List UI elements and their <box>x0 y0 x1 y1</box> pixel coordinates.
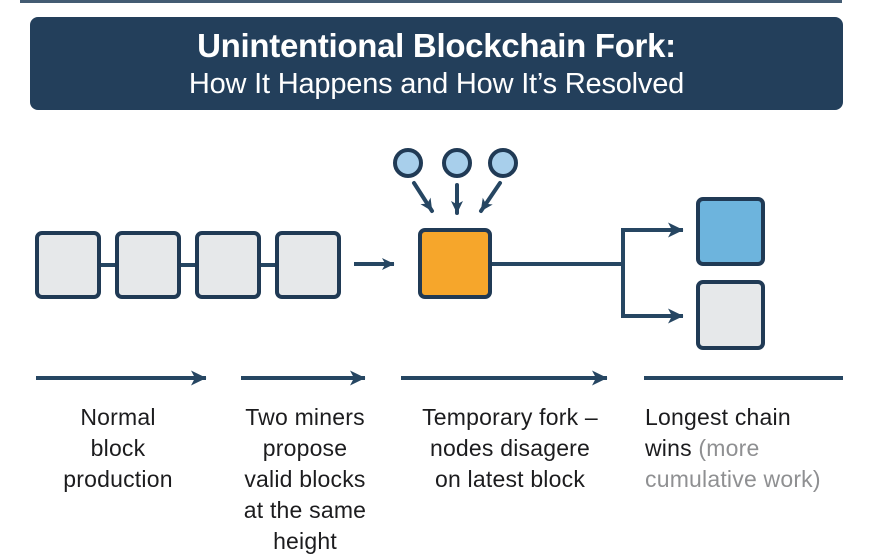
miner-circle-2 <box>442 148 472 178</box>
caption-two-miners: Two miners propose valid blocks at the s… <box>243 404 367 554</box>
miner-circle-1 <box>393 148 423 178</box>
caption-longest-chain-muted: (more cumulative work) <box>645 435 821 492</box>
caption-normal-production: Normal block production <box>63 404 173 492</box>
miner-arrows <box>412 181 502 215</box>
caption-longest-chain-main: Longest chain wins <box>645 404 791 461</box>
chain-block-4 <box>275 231 341 299</box>
fork-bracket <box>491 222 684 324</box>
contested-block <box>418 228 492 299</box>
title-banner: Unintentional Blockchain Fork: How It Ha… <box>30 17 843 110</box>
chain-block-2 <box>115 231 181 299</box>
orphaned-block <box>696 280 765 350</box>
top-edge-artifact <box>20 0 842 3</box>
chain-block-1 <box>35 231 101 299</box>
page-title: Unintentional Blockchain Fork: <box>197 26 676 64</box>
chain-block-3 <box>195 231 261 299</box>
caption-longest-chain: Longest chain wins (more cumulative work… <box>645 402 823 495</box>
winning-chain-block <box>696 197 765 266</box>
caption-temporary-fork: Temporary fork – nodes disagere on lates… <box>422 404 598 492</box>
page-subtitle: How It Happens and How It’s Resolved <box>188 67 685 100</box>
miner-circle-3 <box>488 148 518 178</box>
miner-arrow <box>479 181 502 213</box>
miner-arrow <box>412 181 434 213</box>
